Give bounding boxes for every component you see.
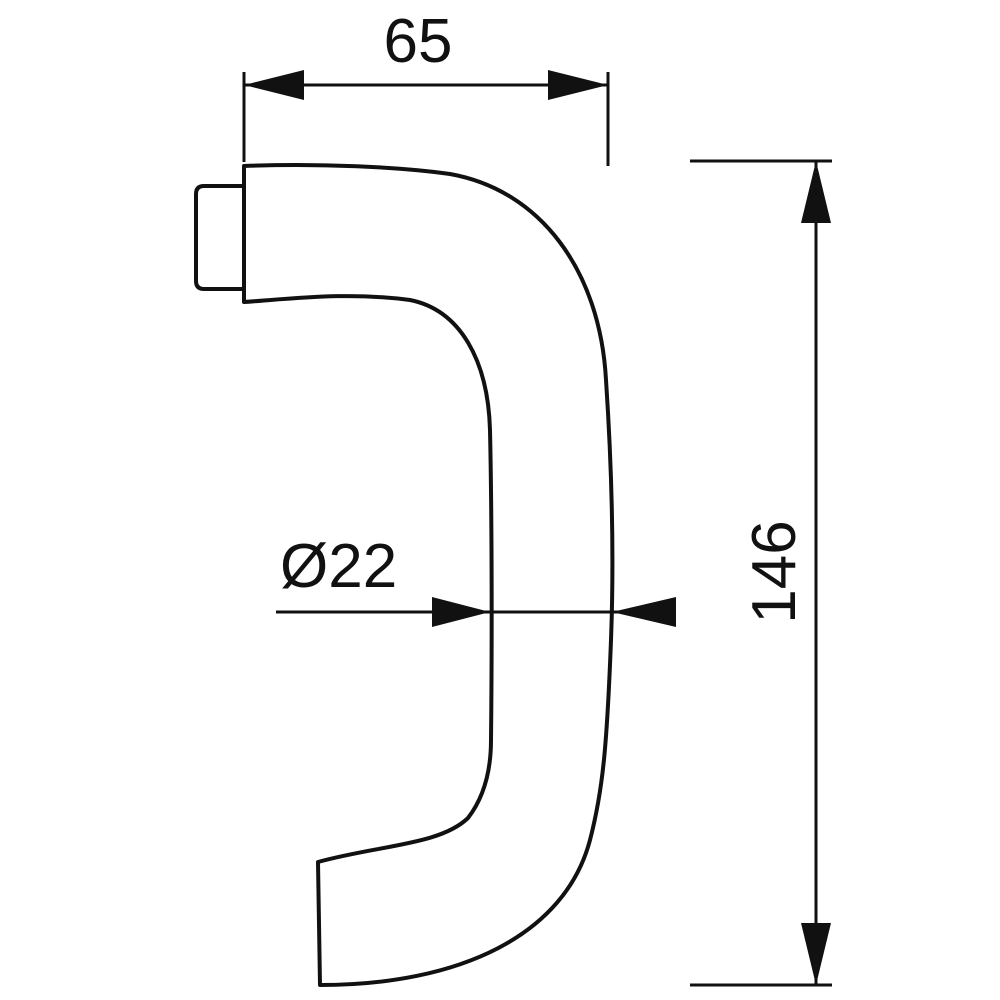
lever-body bbox=[242, 163, 615, 987]
diameter-label: Ø22 bbox=[280, 532, 397, 601]
diameter-arrow-right bbox=[612, 597, 676, 627]
spindle-stub bbox=[194, 184, 246, 291]
width-dimension: 65 bbox=[242, 7, 610, 166]
height-label: 146 bbox=[740, 520, 809, 623]
height-arrow-top bbox=[801, 161, 831, 223]
height-arrow-bottom bbox=[801, 923, 831, 985]
diameter-arrow-left bbox=[432, 597, 490, 627]
height-dimension: 146 bbox=[690, 159, 832, 987]
handle-outline bbox=[194, 163, 615, 987]
width-arrow-left bbox=[244, 70, 304, 100]
width-label: 65 bbox=[384, 7, 453, 76]
width-arrow-right bbox=[548, 70, 608, 100]
diameter-dimension: Ø22 bbox=[276, 532, 676, 627]
